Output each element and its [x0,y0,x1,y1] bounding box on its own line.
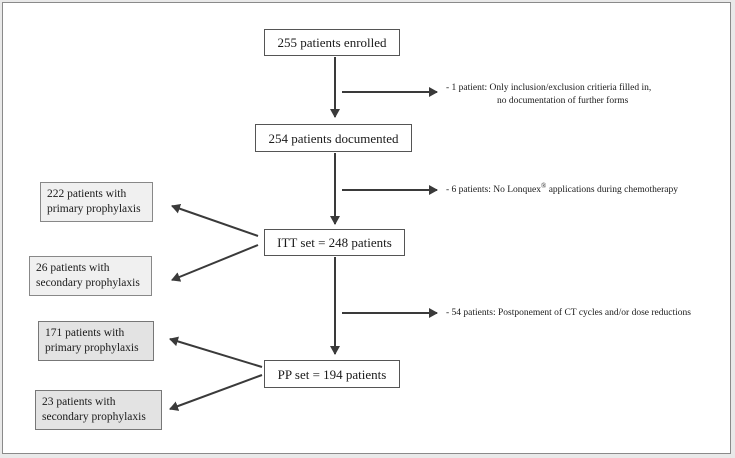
arrow-pp-to-primary [169,336,263,368]
exclusion-note-2-prefix: - 6 patients: No Lonquex [446,185,541,195]
enrolled-label: 255 patients enrolled [277,35,387,50]
pp-set-box: PP set = 194 patients [264,360,400,388]
itt-secondary-line1: 26 patients with [36,262,110,274]
registered-mark: ® [540,181,547,190]
arrow-itt-to-primary [171,203,259,237]
documented-label: 254 patients documented [268,130,399,146]
arrow-pp-to-secondary [169,374,263,411]
itt-primary-line1: 222 patients with [47,188,127,200]
exclusion-note-3-text: - 54 patients: Postponement of CT cycles… [446,308,691,318]
itt-secondary-box: 26 patients with secondary prophylaxis [29,256,152,296]
itt-set-box: ITT set = 248 patients [264,229,405,256]
pp-secondary-line1: 23 patients with [42,396,116,408]
pp-set-label: PP set = 194 patients [277,366,387,382]
pp-primary-line2: primary prophylaxis [45,342,139,354]
exclusion-note-1-line2: no documentation of further forms [497,96,629,106]
documented-box: 254 patients documented [255,124,412,152]
pp-primary-line1: 171 patients with [45,327,125,339]
arrow-itt-to-secondary [171,244,259,282]
itt-set-label: ITT set = 248 patients [277,235,392,250]
pp-secondary-line2: secondary prophylaxis [42,411,146,423]
itt-primary-box: 222 patients with primary prophylaxis [40,182,153,222]
pp-primary-box: 171 patients with primary prophylaxis [38,321,154,361]
exclusion-note-1-line1: - 1 patient: Only inclusion/exclusion cr… [446,83,652,93]
exclusion-note-2: - 6 patients: No Lonquex® applications d… [446,181,678,197]
itt-primary-line2: primary prophylaxis [47,203,141,215]
exclusion-note-1: - 1 patient: Only inclusion/exclusion cr… [446,82,651,108]
exclusion-note-2-suffix: applications during chemotherapy [546,185,678,195]
exclusion-note-3: - 54 patients: Postponement of CT cycles… [446,307,691,320]
pp-secondary-box: 23 patients with secondary prophylaxis [35,390,162,430]
enrolled-box: 255 patients enrolled [264,29,400,56]
itt-secondary-line2: secondary prophylaxis [36,277,140,289]
